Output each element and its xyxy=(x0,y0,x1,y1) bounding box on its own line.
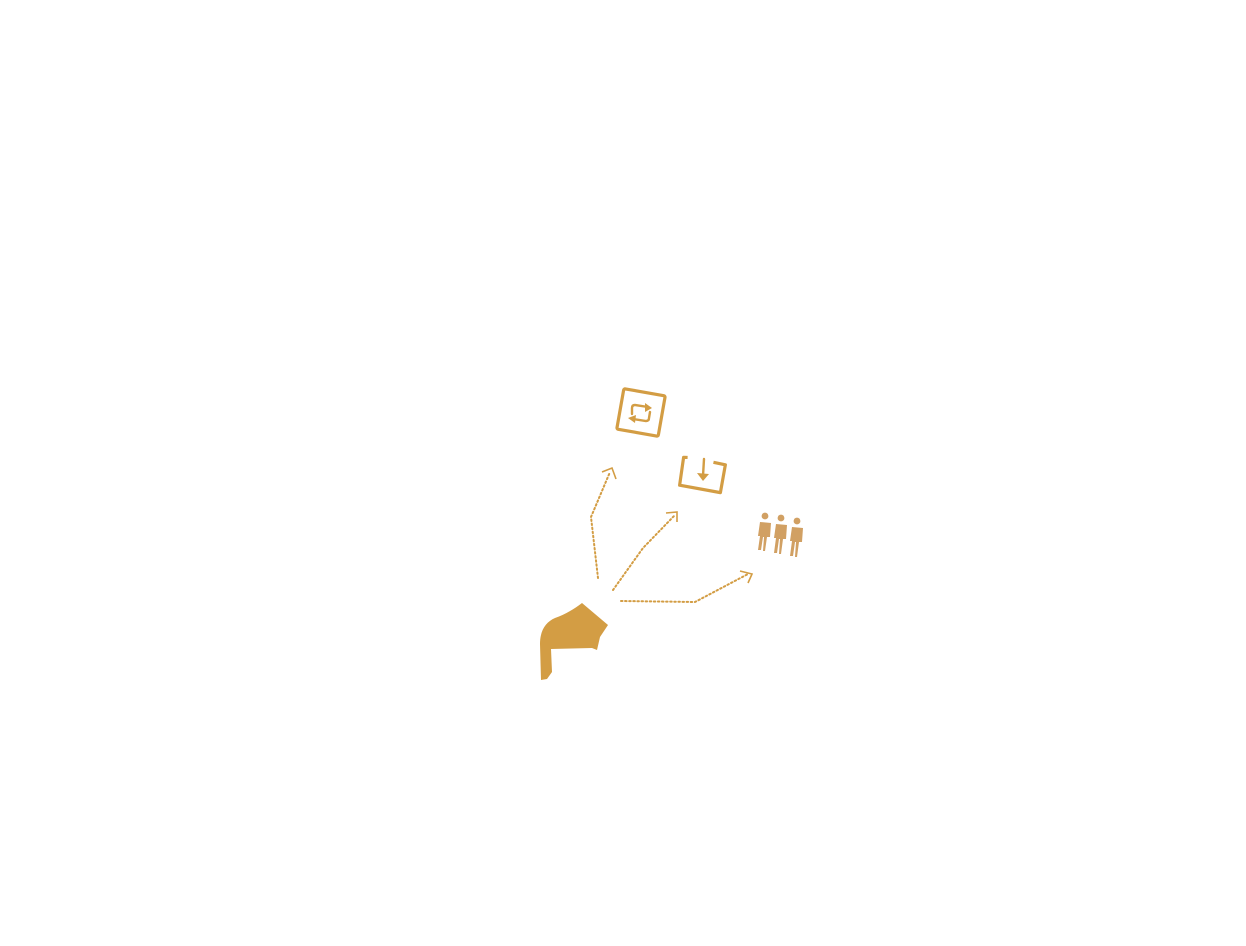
arrow-to-people xyxy=(620,570,754,604)
import-box-icon xyxy=(678,455,727,495)
hand-source-icon xyxy=(540,603,608,680)
sync-box-icon xyxy=(615,387,667,438)
arrow-to-sync xyxy=(589,466,617,579)
people-group-icon xyxy=(758,512,803,557)
arrow-to-import xyxy=(612,511,678,591)
